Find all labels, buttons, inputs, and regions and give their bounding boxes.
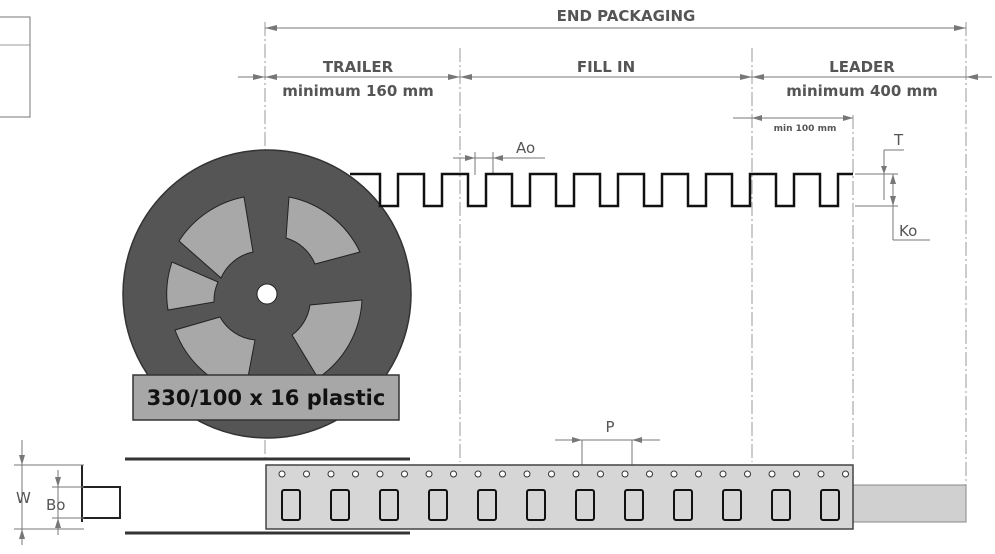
sprocket-hole bbox=[278, 470, 286, 478]
sprocket-hole bbox=[523, 470, 531, 478]
sprocket-hole bbox=[842, 470, 849, 478]
tape-pocket bbox=[673, 489, 693, 521]
leader-tape-extension bbox=[852, 484, 967, 523]
sprocket-hole bbox=[646, 470, 653, 478]
sprocket-hole bbox=[572, 470, 580, 478]
tape-pocket bbox=[820, 489, 840, 521]
left-edge-frame bbox=[0, 16, 31, 118]
side-profile bbox=[81, 465, 121, 522]
sprocket-hole bbox=[817, 470, 825, 478]
tape-top-view bbox=[265, 464, 854, 530]
tape-pocket bbox=[722, 489, 742, 521]
leader-subtitle: minimum 400 mm bbox=[786, 82, 938, 100]
min-100-dimension bbox=[733, 115, 853, 121]
ko-label: Ko bbox=[899, 222, 917, 240]
sprocket-hole bbox=[450, 470, 457, 478]
p-label: P bbox=[605, 418, 614, 436]
tape-pocket bbox=[281, 489, 301, 521]
sprocket-hole bbox=[695, 470, 702, 478]
p-dimension bbox=[555, 437, 660, 468]
tape-pocket bbox=[526, 489, 546, 521]
tape-pocket bbox=[771, 489, 791, 521]
reel-hub-hole bbox=[256, 283, 278, 305]
reel-label-box bbox=[132, 374, 400, 421]
tape-pocket bbox=[379, 489, 399, 521]
tape-pockets bbox=[281, 489, 840, 521]
trailer-subtitle: minimum 160 mm bbox=[282, 82, 434, 100]
reel-cutout bbox=[166, 261, 219, 311]
sprocket-hole bbox=[597, 470, 604, 478]
sprocket-hole bbox=[670, 470, 678, 478]
tape-pocket bbox=[624, 489, 644, 521]
reel-cutout bbox=[178, 196, 254, 279]
sprocket-hole bbox=[719, 470, 727, 478]
fill-in-title: FILL IN bbox=[577, 58, 635, 76]
sprocket-hole bbox=[768, 470, 776, 478]
w-label: W bbox=[16, 489, 31, 507]
t-label: T bbox=[893, 131, 904, 149]
carrier-tape-profile bbox=[350, 172, 853, 208]
ao-dimension bbox=[453, 152, 545, 175]
w-bo-dimension bbox=[14, 440, 84, 545]
trailer-title: TRAILER bbox=[323, 58, 394, 76]
section-dimension-line bbox=[238, 74, 992, 80]
tape-pocket bbox=[330, 489, 350, 521]
leader-title: LEADER bbox=[829, 58, 895, 76]
sprocket-hole bbox=[425, 470, 433, 478]
reel bbox=[122, 149, 412, 439]
end-packaging-label: END PACKAGING bbox=[557, 7, 696, 25]
sprocket-hole bbox=[793, 470, 800, 478]
sprocket-hole bbox=[303, 470, 310, 478]
sprocket-hole bbox=[499, 470, 506, 478]
reel-cutout bbox=[285, 196, 361, 265]
end-packaging-dimension bbox=[265, 25, 966, 31]
tape-pocket bbox=[428, 489, 448, 521]
tape-pocket bbox=[477, 489, 497, 521]
t-ko-dimension bbox=[855, 149, 930, 241]
sprocket-hole bbox=[401, 470, 408, 478]
min-100-label: min 100 mm bbox=[774, 124, 837, 134]
sprocket-hole bbox=[474, 470, 482, 478]
sprocket-hole bbox=[744, 470, 751, 478]
sprocket-hole bbox=[376, 470, 384, 478]
bo-label: Bo bbox=[46, 496, 65, 514]
sprocket-hole bbox=[352, 470, 359, 478]
ao-label: Ao bbox=[516, 139, 535, 157]
reel-label-text: 330/100 x 16 plastic bbox=[147, 386, 386, 410]
sprocket-hole bbox=[621, 470, 629, 478]
sprocket-holes bbox=[278, 470, 849, 478]
sprocket-hole bbox=[548, 470, 555, 478]
sprocket-hole bbox=[327, 470, 335, 478]
tape-pocket bbox=[575, 489, 595, 521]
